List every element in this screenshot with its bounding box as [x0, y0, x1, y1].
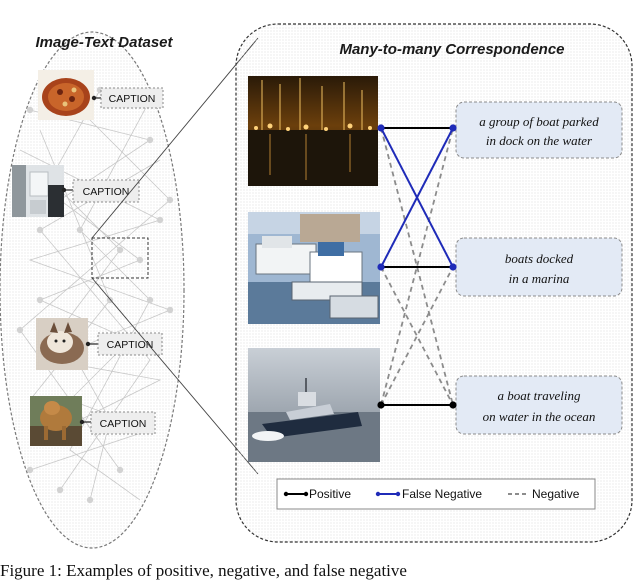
legend-false-negative: False Negative — [375, 487, 482, 501]
negative-link — [380, 127, 454, 406]
legend-negative-label: Negative — [532, 487, 580, 501]
link-endpoint — [377, 263, 385, 271]
caption-card: a boat traveling on water in the ocean — [455, 375, 623, 435]
negative-link — [380, 266, 454, 406]
caption-card: a group of boat parked in dock on the wa… — [455, 101, 623, 159]
legend-negative: Negative — [508, 487, 580, 501]
dataset-entry: CAPTION — [12, 165, 140, 217]
legend: Positive False Negative Negative — [276, 478, 596, 510]
link-endpoint — [449, 401, 457, 409]
link-endpoint — [377, 124, 385, 132]
correspondence-panel: Many-to-many Correspondence — [235, 23, 633, 543]
link-endpoint — [449, 124, 457, 132]
bathroom-photo — [12, 165, 64, 217]
dataset-title: Image-Text Dataset — [36, 34, 174, 51]
caption-line: on water in the ocean — [483, 409, 596, 424]
caption-line: a boat traveling — [497, 388, 581, 403]
caption-tag — [72, 179, 140, 203]
dataset-panel: Image-Text Dataset CAPTION — [0, 31, 185, 549]
figure-caption: Figure 1: Examples of positive, negative… — [0, 561, 407, 580]
caption-tag-label: CAPTION — [83, 186, 130, 198]
legend-positive: Positive — [283, 487, 351, 501]
dataset-entry: CAPTION — [38, 70, 164, 120]
caption-line: a group of boat parked — [479, 114, 599, 129]
caption-line: in a marina — [509, 271, 570, 286]
link-endpoint — [449, 263, 457, 271]
caption-tag — [90, 411, 156, 435]
negative-link — [380, 127, 454, 406]
caption-card: boats docked in a marina — [455, 237, 623, 297]
cat-photo — [36, 318, 88, 370]
caption-line: boats docked — [505, 251, 574, 266]
dataset-entry: CAPTION — [36, 318, 163, 370]
link-endpoint — [377, 401, 385, 409]
night-harbor-photo — [248, 76, 378, 186]
caption-tag — [97, 332, 163, 356]
caption-tag-label: CAPTION — [100, 418, 147, 430]
selected-subgraph-box — [91, 237, 149, 279]
false-negative-link — [380, 127, 454, 268]
dog-photo — [30, 396, 82, 446]
legend-false-negative-label: False Negative — [402, 487, 482, 501]
zoom-connector — [91, 37, 259, 475]
speedboat-photo — [248, 348, 380, 462]
legend-positive-label: Positive — [309, 487, 351, 501]
pizza-photo — [38, 70, 94, 120]
correspondence-links — [377, 124, 457, 409]
caption-tag — [100, 87, 164, 109]
correspondence-title: Many-to-many Correspondence — [339, 41, 564, 58]
legend-box — [276, 478, 596, 510]
negative-link — [380, 266, 454, 406]
caption-tag-label: CAPTION — [109, 93, 156, 105]
caption-line: in dock on the water — [486, 133, 593, 148]
dataset-entry: CAPTION — [30, 396, 156, 446]
caption-tag-label: CAPTION — [107, 339, 154, 351]
marina-boats-photo — [248, 212, 380, 324]
